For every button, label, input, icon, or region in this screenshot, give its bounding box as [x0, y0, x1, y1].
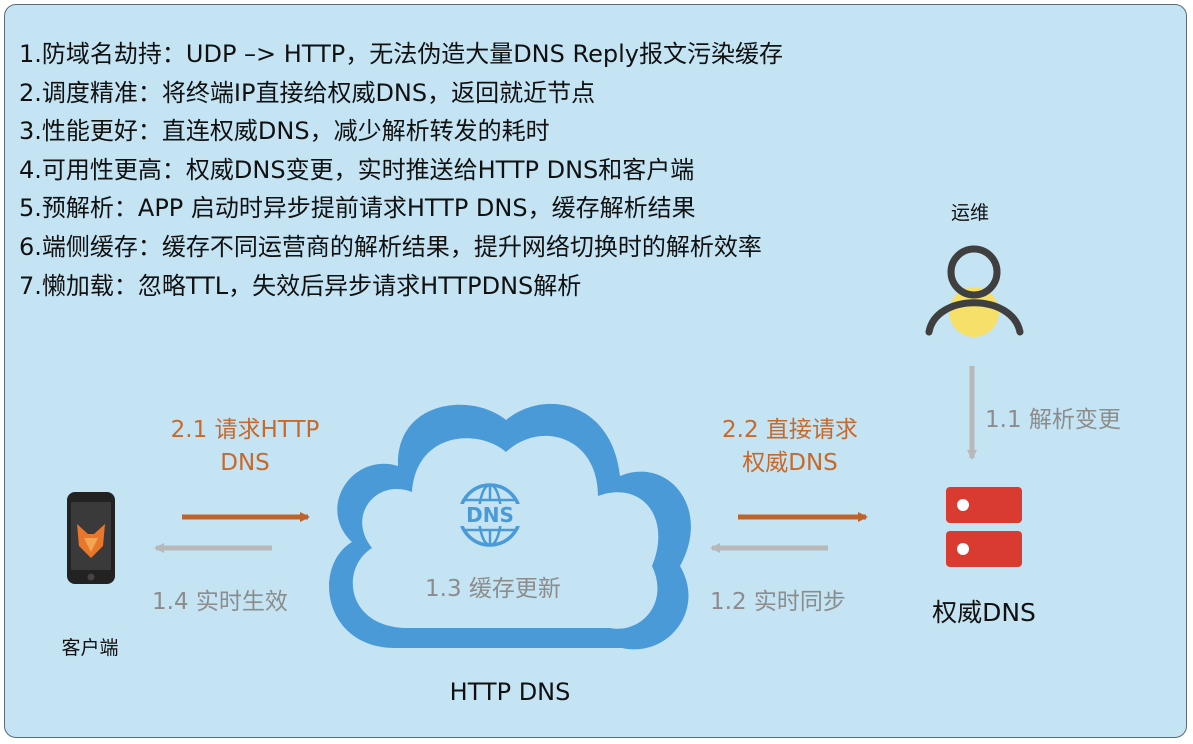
dns-logo-label: DNS — [466, 503, 514, 527]
client-label: 客户端 — [61, 637, 119, 659]
ops-label: 运维 — [950, 202, 989, 224]
httpdns-label: HTTP DNS — [449, 678, 571, 706]
direct-request-label-line1: 2.2 直接请求 — [722, 417, 858, 443]
realtime-sync-label: 1.2 实时同步 — [710, 589, 846, 615]
feature-item: 7.懒加载：忽略TTL，失效后异步请求HTTPDNS解析 — [19, 271, 582, 300]
feature-item: 5.预解析：APP 启动时异步提前请求HTTP DNS，缓存解析结果 — [19, 194, 696, 223]
dns-globe-icon — [448, 483, 532, 547]
resolve-change-label: 1.1 解析变更 — [985, 407, 1121, 433]
realtime-effect-label: 1.4 实时生效 — [152, 589, 288, 615]
request-httpdns-label-line2: DNS — [220, 450, 270, 476]
feature-item: 1.防域名劫持：UDP –> HTTP，无法伪造大量DNS Reply报文污染缓… — [19, 40, 783, 68]
person-icon — [925, 245, 1024, 337]
direct-request-label: 2.2 直接请求 权威DNS — [700, 414, 880, 480]
server-icon — [946, 487, 1022, 567]
feature-list: 1.防域名劫持：UDP –> HTTP，无法伪造大量DNS Reply报文污染缓… — [19, 35, 783, 305]
feature-item: 4.可用性更高：权威DNS变更，实时推送给HTTP DNS和客户端 — [19, 155, 695, 184]
direct-request-label-line2: 权威DNS — [742, 450, 838, 476]
feature-item: 3.性能更好：直连权威DNS，减少解析转发的耗时 — [19, 117, 550, 146]
phone-icon — [67, 492, 115, 584]
feature-item: 2.调度精准：将终端IP直接给权威DNS，返回就近节点 — [19, 78, 596, 107]
request-httpdns-label-line1: 2.1 请求HTTP — [170, 417, 320, 443]
authdns-label: 权威DNS — [932, 598, 1036, 627]
request-httpdns-label: 2.1 请求HTTP DNS — [150, 414, 340, 480]
cloud-icon — [329, 403, 691, 650]
cache-update-label: 1.3 缓存更新 — [425, 576, 561, 602]
feature-item: 6.端侧缓存：缓存不同运营商的解析结果，提升网络切换时的解析效率 — [19, 232, 762, 261]
